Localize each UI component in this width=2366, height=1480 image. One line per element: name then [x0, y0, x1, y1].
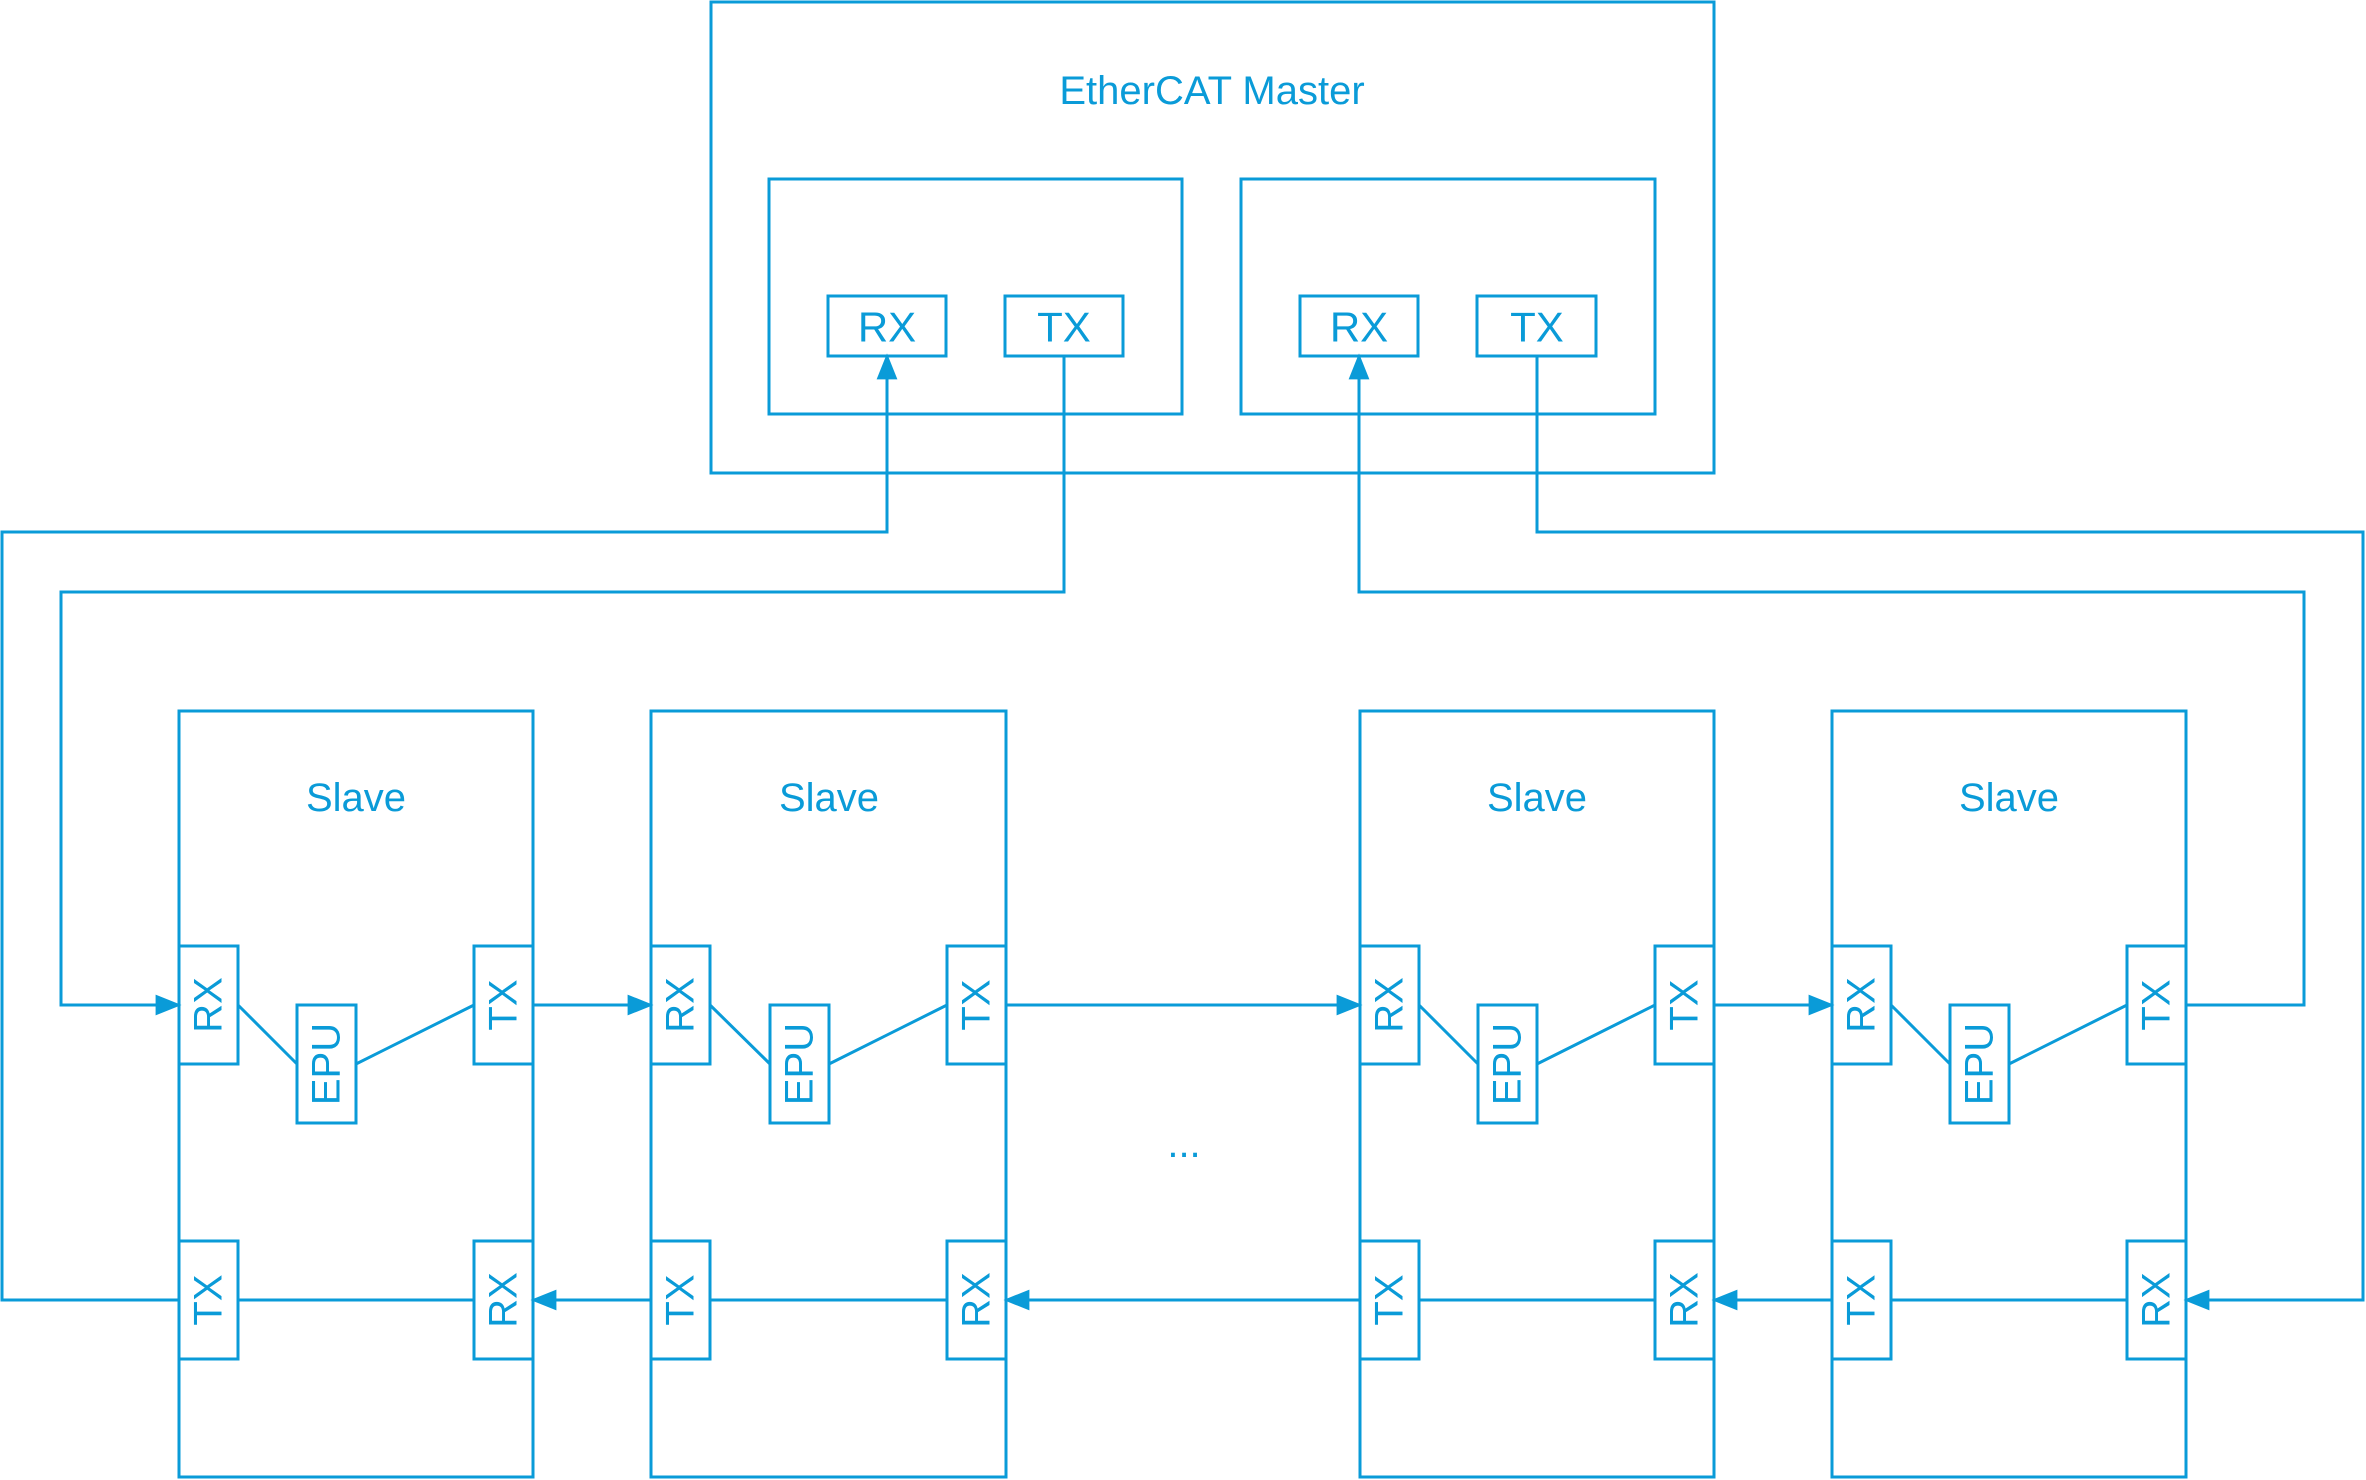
master-tx-label: TX: [1037, 304, 1091, 351]
master-rx-label: RX: [1330, 304, 1388, 351]
rx-top-label: RX: [1840, 977, 1884, 1033]
tx-top-label: TX: [482, 979, 526, 1030]
ethercat-master: EtherCAT Master RX TX RX TX: [709, 0, 1716, 475]
master-port-right: RX TX: [1239, 177, 1657, 416]
slave-title: Slave: [1959, 776, 2059, 820]
epu-label: EPU: [778, 1023, 822, 1105]
master-port-left: RX TX: [767, 177, 1184, 416]
slave1-to-master-rx-arrow: [0, 353, 898, 1302]
slave-title: Slave: [1487, 776, 1587, 820]
tx-top-label: TX: [2135, 979, 2179, 1030]
master-port-box: [767, 177, 1184, 416]
master-rx-label: RX: [858, 304, 916, 351]
tx-top-label: TX: [1663, 979, 1707, 1030]
epu-tx-link: [828, 1003, 948, 1066]
connections: [0, 353, 2365, 1311]
slave-4: Slave RX EPU TX TX RX: [1830, 709, 2188, 1479]
epu-label: EPU: [1486, 1023, 1530, 1105]
master-tx-label: TX: [1510, 304, 1564, 351]
rx-epu-link: [1417, 1003, 1480, 1066]
tx-bottom-label: TX: [659, 1274, 703, 1325]
epu-tx-link: [355, 1003, 475, 1066]
master-tx-to-slave1-arrow: [59, 356, 1066, 1016]
epu-tx-link: [2008, 1003, 2128, 1066]
slave-box: [177, 709, 535, 1479]
slave-title: Slave: [306, 776, 406, 820]
tx-bottom-label: TX: [187, 1274, 231, 1325]
master-port-box: [1239, 177, 1657, 416]
slave4-to-master-rx-arrow: [1348, 353, 2306, 1007]
slave-box: [649, 709, 1008, 1479]
rx-top-label: RX: [1368, 977, 1412, 1033]
rx-epu-link: [236, 1003, 299, 1066]
epu-tx-link: [1536, 1003, 1656, 1066]
slave-title: Slave: [779, 776, 879, 820]
epu-label: EPU: [305, 1023, 349, 1105]
slave-1: Slave RX EPU TX TX RX: [177, 709, 535, 1479]
epu-label: EPU: [1958, 1023, 2002, 1105]
rx-bottom-label: RX: [482, 1272, 526, 1328]
rx-bottom-label: RX: [1663, 1272, 1707, 1328]
master-box: [709, 0, 1716, 475]
rx-top-label: RX: [659, 977, 703, 1033]
master-title: EtherCAT Master: [1059, 69, 1364, 113]
rx-epu-link: [708, 1003, 772, 1066]
slave-box: [1358, 709, 1716, 1479]
tx-top-label: TX: [955, 979, 999, 1030]
tx-bottom-label: TX: [1840, 1274, 1884, 1325]
slave-2: Slave RX EPU TX TX RX: [649, 709, 1008, 1479]
ellipsis-label: ...: [1167, 1122, 1200, 1166]
slave-3: Slave RX EPU TX TX RX: [1358, 709, 1716, 1479]
slave-box: [1830, 709, 2188, 1479]
rx-bottom-label: RX: [2135, 1272, 2179, 1328]
rx-epu-link: [1889, 1003, 1952, 1066]
master-tx-to-slave4-arrow: [1535, 356, 2365, 1311]
rx-top-label: RX: [187, 977, 231, 1033]
tx-bottom-label: TX: [1368, 1274, 1412, 1325]
rx-bottom-label: RX: [955, 1272, 999, 1328]
